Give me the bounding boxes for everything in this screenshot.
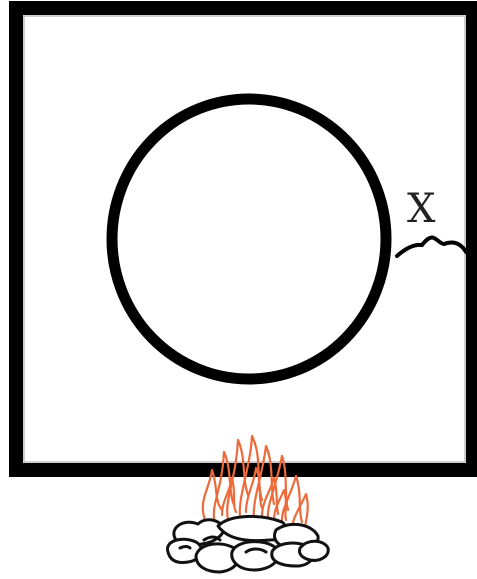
logs-and-rocks: [167, 516, 328, 572]
container-frame: [16, 8, 473, 470]
label-x: X: [407, 186, 436, 232]
